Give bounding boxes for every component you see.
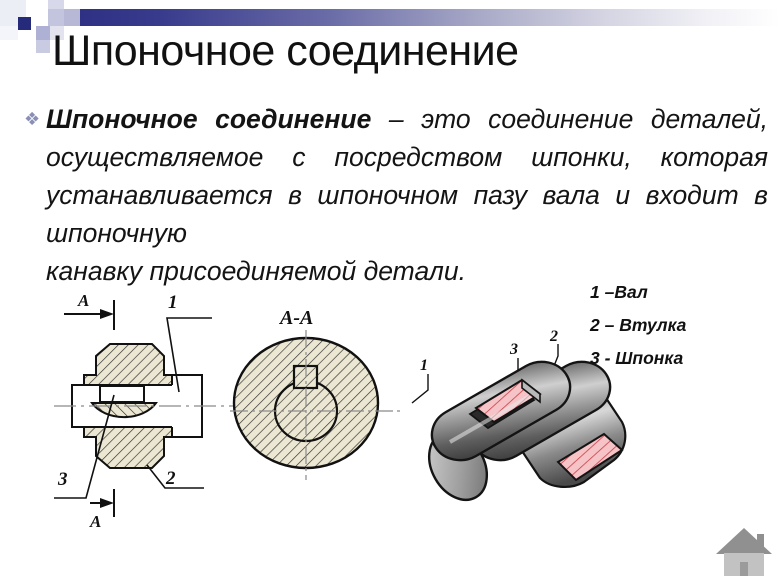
- header-gradient-bar: [58, 9, 780, 26]
- callout-2-leader: [146, 464, 204, 489]
- decor-square: [36, 26, 50, 40]
- iso-callout-label-1: 1: [420, 357, 428, 374]
- definition-last-line: канавку присоединяемой детали.: [46, 256, 466, 286]
- figure-cross-section: A-A: [228, 296, 403, 486]
- iso-callout-label-3: 3: [509, 341, 518, 358]
- callout-label-3: 3: [57, 469, 68, 490]
- callout-1-leader: [166, 317, 212, 393]
- section-label-top: A: [77, 291, 89, 310]
- definition-term: Шпоночное соединение: [46, 104, 372, 134]
- decor-square: [48, 9, 64, 26]
- legend-item-2: 2 – Втулка: [590, 315, 687, 335]
- definition-rest: – это соединение деталей, осуществляемое…: [46, 104, 768, 248]
- iso-callout-1-leader: [411, 374, 429, 404]
- callout-label-1: 1: [168, 292, 178, 313]
- home-door-icon: [740, 562, 748, 576]
- section-arrow-bottom: [100, 498, 114, 508]
- definition-block: ❖ Шпоночное соединение – это соединение …: [24, 100, 768, 290]
- key-lower: [556, 432, 624, 482]
- key-element: [99, 385, 145, 403]
- decor-square: [50, 26, 64, 40]
- section-label-bottom: A: [89, 512, 101, 530]
- decor-square: [18, 30, 36, 40]
- home-watermark[interactable]: [716, 524, 772, 576]
- decor-square: [48, 0, 64, 9]
- key-upper-side: [521, 378, 541, 404]
- legend: 1 –Вал 2 – Втулка 3 - Шпонка: [590, 276, 686, 375]
- figure-isometric: 1 3 2: [398, 330, 646, 540]
- definition-text: Шпоночное соединение – это соединение де…: [46, 100, 768, 290]
- figure-section-view: A 1: [52, 282, 242, 530]
- legend-item-1: 1 –Вал: [590, 282, 648, 302]
- callout-3-leader: [54, 394, 115, 499]
- page-title: Шпоночное соединение: [52, 27, 519, 75]
- decor-square: [26, 0, 48, 9]
- legend-item-3: 3 - Шпонка: [590, 348, 684, 368]
- bullet-diamond-icon: ❖: [24, 109, 41, 129]
- decor-square: [36, 40, 50, 53]
- section-marker-top: [64, 300, 115, 330]
- section-arrow-top: [100, 309, 114, 319]
- keyway-arc: [90, 402, 158, 419]
- iso-callout-label-2: 2: [549, 330, 558, 345]
- decor-square: [0, 26, 18, 40]
- decor-square-accent: [18, 17, 31, 30]
- shaft-highlight: [449, 394, 531, 444]
- home-chimney-icon: [757, 534, 764, 550]
- decor-square: [64, 9, 80, 26]
- bushing-upper-section: [83, 343, 173, 386]
- bushing-lower-section: [83, 426, 173, 469]
- callout-label-2: 2: [165, 468, 176, 489]
